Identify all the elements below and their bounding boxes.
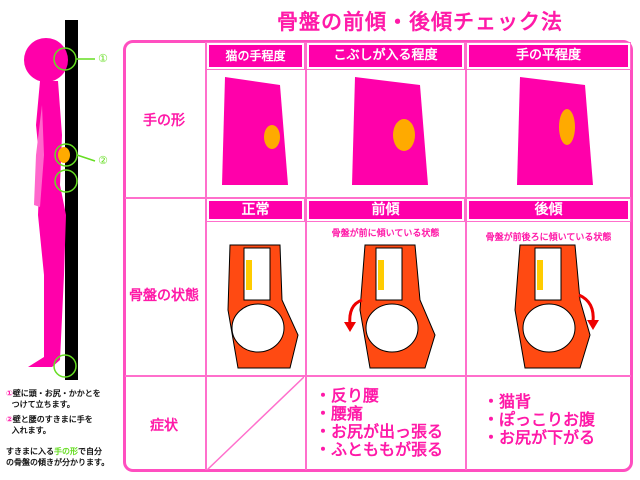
pelvis-posterior-illustration — [514, 244, 599, 369]
normal-no-symptoms-slash — [207, 377, 304, 470]
comparison-table — [123, 40, 633, 472]
header-posterior: 後傾 — [466, 198, 631, 222]
header-normal: 正常 — [206, 198, 305, 222]
header-anterior: 前傾 — [306, 198, 465, 222]
header-cat-paw: 猫の手程度 — [206, 42, 305, 70]
row-label-symptoms: 症状 — [150, 418, 178, 434]
caption-posterior: 骨盤が前後ろに傾いている状態 — [485, 233, 612, 243]
hand-fist-illustration — [352, 77, 428, 185]
hand-cat-paw-illustration — [222, 77, 288, 185]
marker-1: ① — [98, 52, 108, 65]
marker-2: ② — [98, 154, 108, 167]
row-label-pelvis: 骨盤の状態 — [129, 288, 199, 304]
forward-tilt-arrow-icon — [348, 298, 363, 326]
note-2: ②壁と腰のすきまに手を 入れます。 — [6, 415, 93, 435]
pelvis-anterior-illustration — [344, 244, 436, 369]
header-palm: 手の平程度 — [466, 42, 631, 70]
marker-circles — [53, 47, 96, 378]
symptoms-anterior-list: ・反り腰・腰痛・お尻が出っ張る・ふとももが張る — [315, 386, 444, 459]
wall-figure-illustration — [24, 20, 96, 380]
row-label-hand: 手の形 — [143, 113, 185, 129]
backward-tilt-arrow-icon — [578, 293, 595, 323]
note-3: すきまに入る手の形で自分の骨盤の傾きが分かります。 — [6, 447, 110, 467]
pelvis-normal-illustration — [227, 244, 299, 369]
header-fist: こぶしが入る程度 — [306, 42, 465, 70]
symptoms-posterior-list: ・猫背・ぽっこりお腹・お尻が下がる — [483, 392, 596, 447]
note-1: ①壁に頭・お尻・かかとを つけて立ちます。 — [6, 389, 101, 409]
hand-palm-illustration — [517, 77, 593, 185]
caption-anterior: 骨盤が前に傾いている状態 — [331, 229, 440, 239]
page-title: 骨盤の前傾・後傾チェック法 — [277, 10, 563, 34]
wall — [65, 20, 78, 380]
